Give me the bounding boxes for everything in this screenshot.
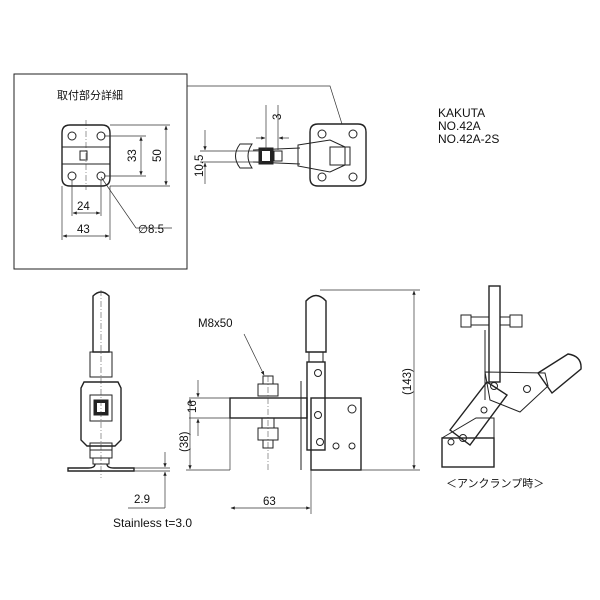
dim-16: 16 [187, 400, 199, 413]
bolt-label: M8x50 [198, 318, 233, 330]
dim-63: 63 [263, 496, 276, 508]
model-label-2: NO.42A-2S [438, 132, 499, 146]
front-view: M8x50 16 (38) (143) 63 [179, 289, 420, 514]
dim-43: 43 [77, 224, 90, 236]
base-plate-detail [61, 120, 111, 190]
brand-label: KAKUTA [438, 106, 485, 120]
detail-leader [187, 85, 343, 125]
side-view: 2.9 Stainless t=3.0 [67, 290, 192, 530]
dim-38: (38) [179, 431, 191, 452]
detail-title: 取付部分詳細 [57, 88, 123, 102]
model-label-1: NO.42A [438, 119, 481, 133]
material-label: Stainless t=3.0 [113, 516, 192, 530]
dim-24: 24 [77, 201, 90, 213]
unclamped-caption: ＜アンクランプ時＞ [446, 477, 544, 490]
unclamped-view: ＜アンクランプ時＞ [441, 285, 582, 490]
dim-hole-diameter: ∅8.5 [138, 224, 164, 236]
top-view: 10.5 3 [194, 105, 367, 187]
title-block: KAKUTA NO.42A NO.42A-2S [438, 106, 499, 146]
dim-2-9: 2.9 [134, 494, 150, 506]
mounting-detail-box: 取付部分詳細 33 50 24 43 [13, 73, 188, 270]
dim-33: 33 [127, 149, 139, 162]
dim-10-5: 10.5 [194, 155, 206, 177]
dim-143: (143) [402, 368, 414, 395]
dim-3: 3 [272, 114, 284, 120]
dim-50: 50 [152, 149, 164, 162]
